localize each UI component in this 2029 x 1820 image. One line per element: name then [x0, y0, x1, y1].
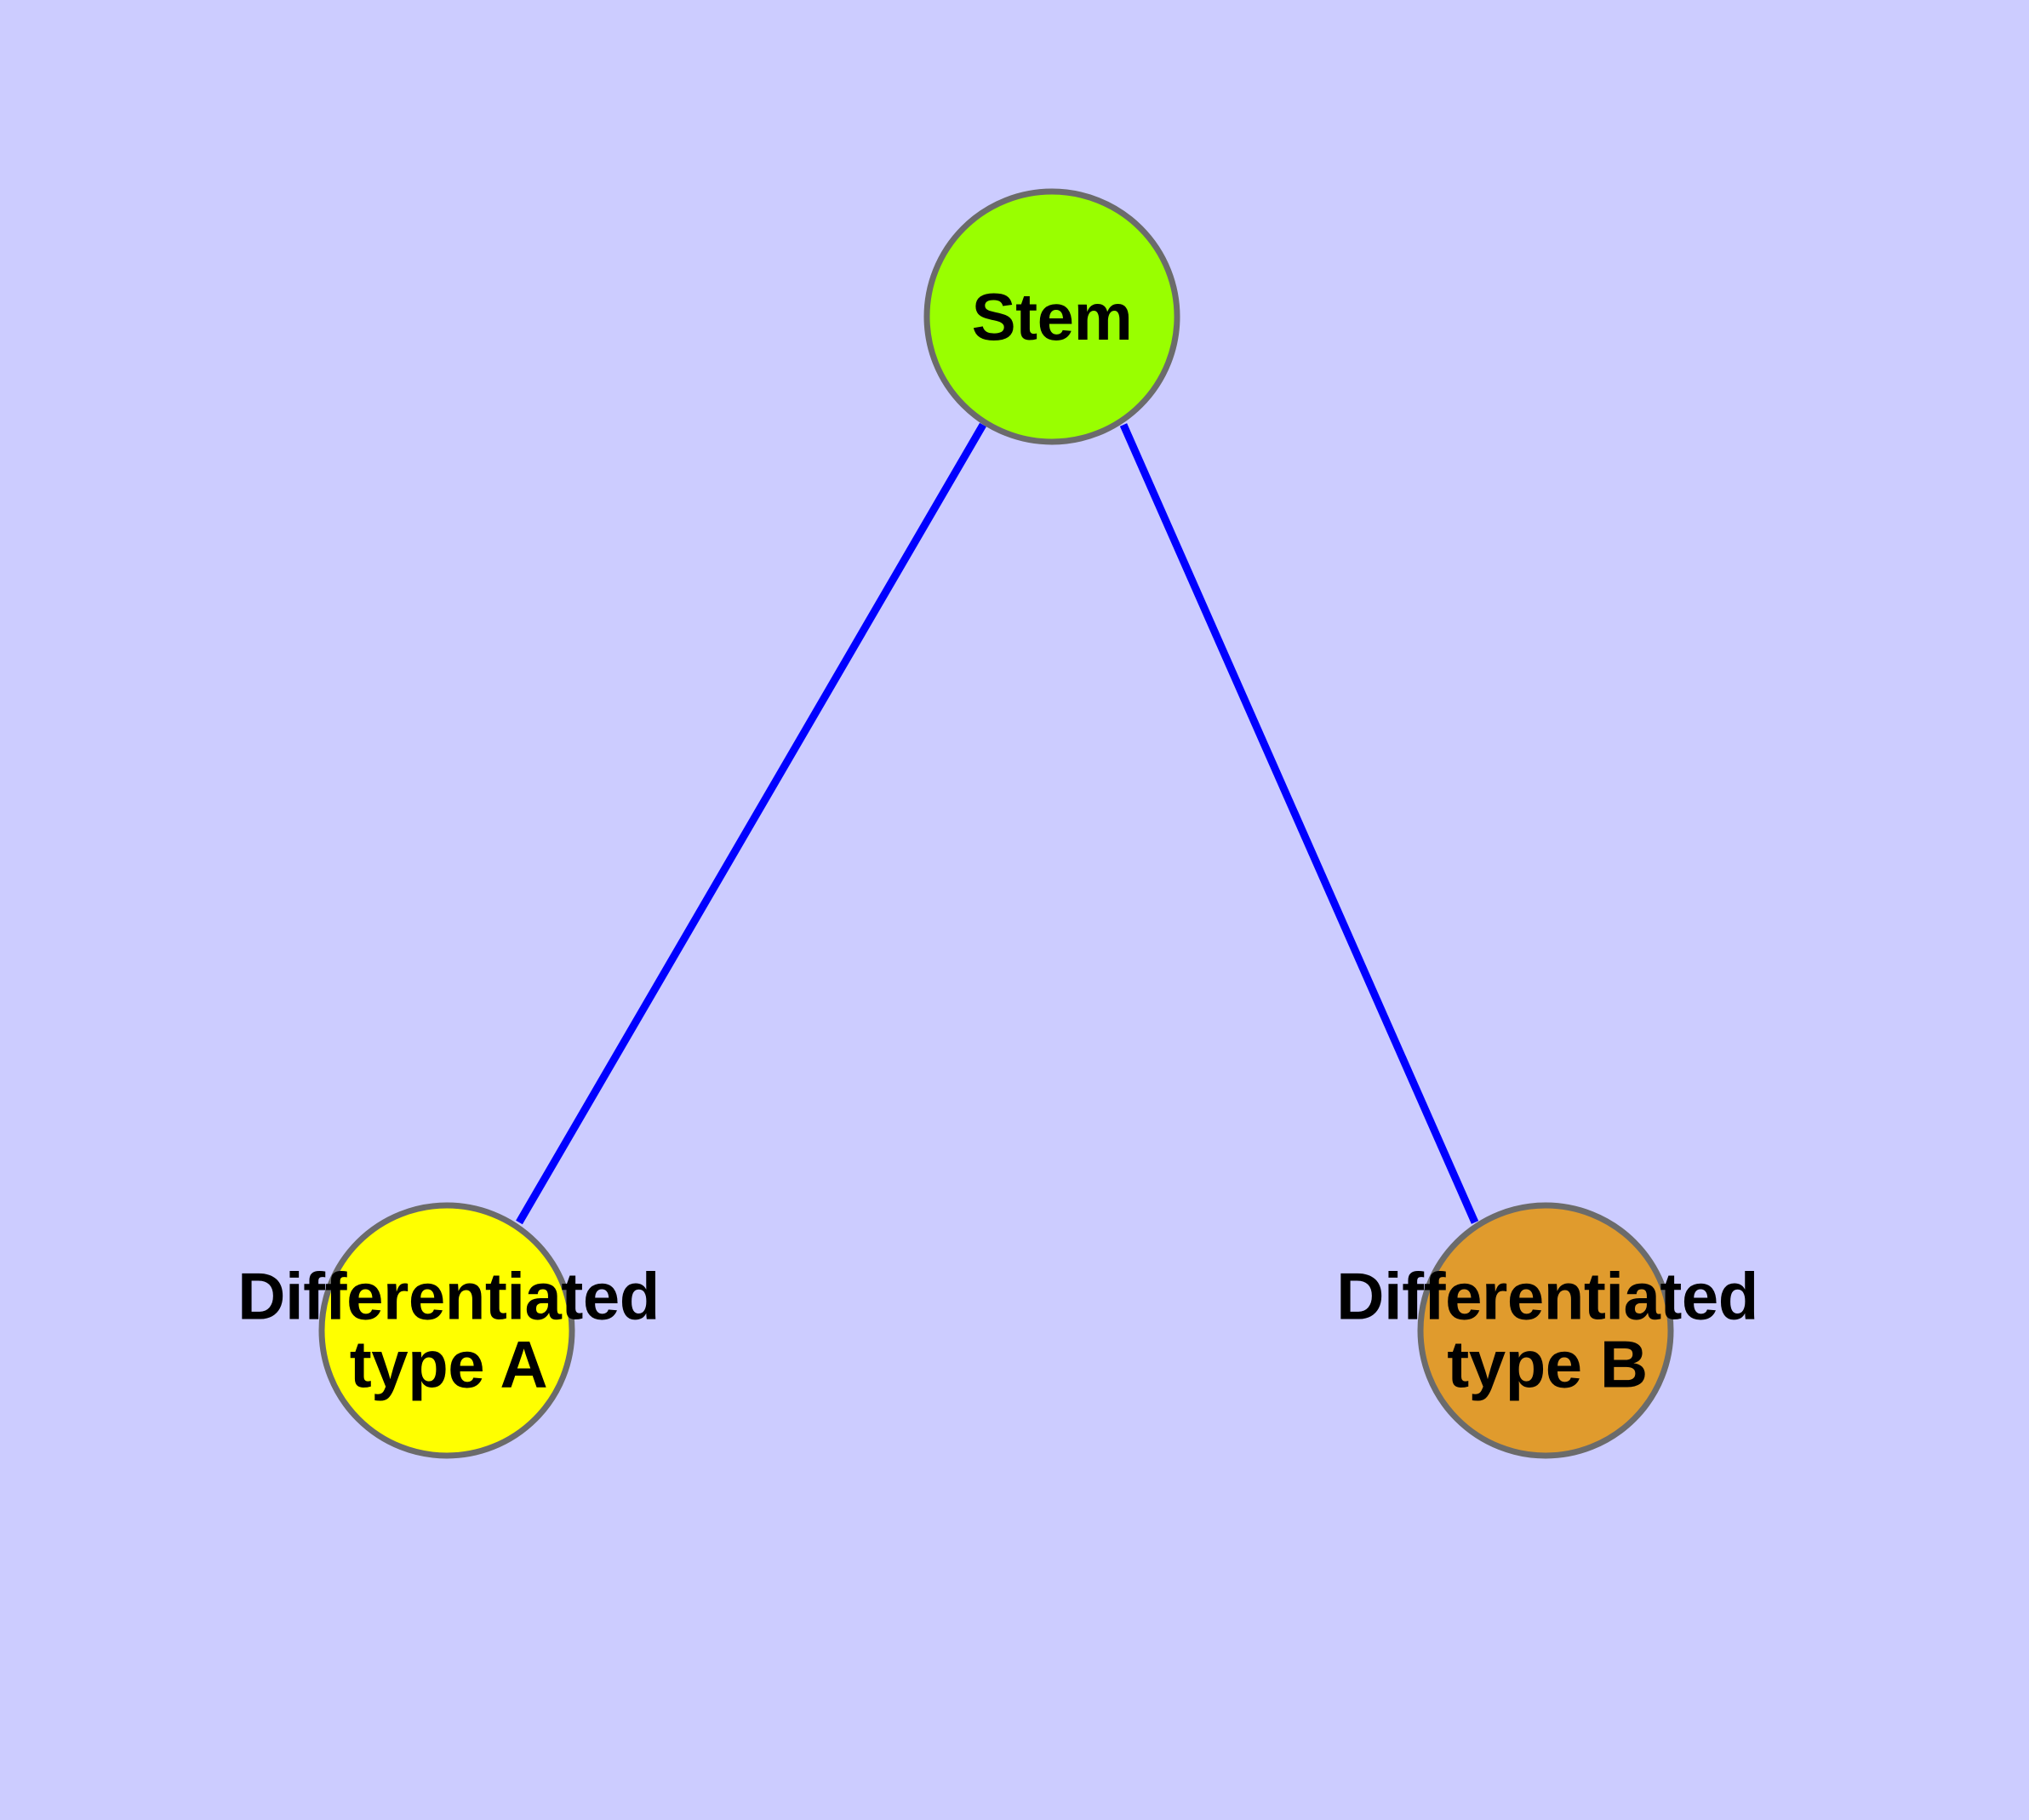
node-differentiated-type-a[interactable] [318, 1202, 575, 1459]
node-layer [318, 188, 1674, 1459]
node-stem[interactable] [923, 188, 1180, 445]
edge-layer [516, 422, 1479, 1225]
edge-stem-to-diff-a [516, 422, 986, 1225]
edge-stem-to-diff-b [1119, 423, 1479, 1224]
node-differentiated-type-b[interactable] [1417, 1202, 1674, 1459]
